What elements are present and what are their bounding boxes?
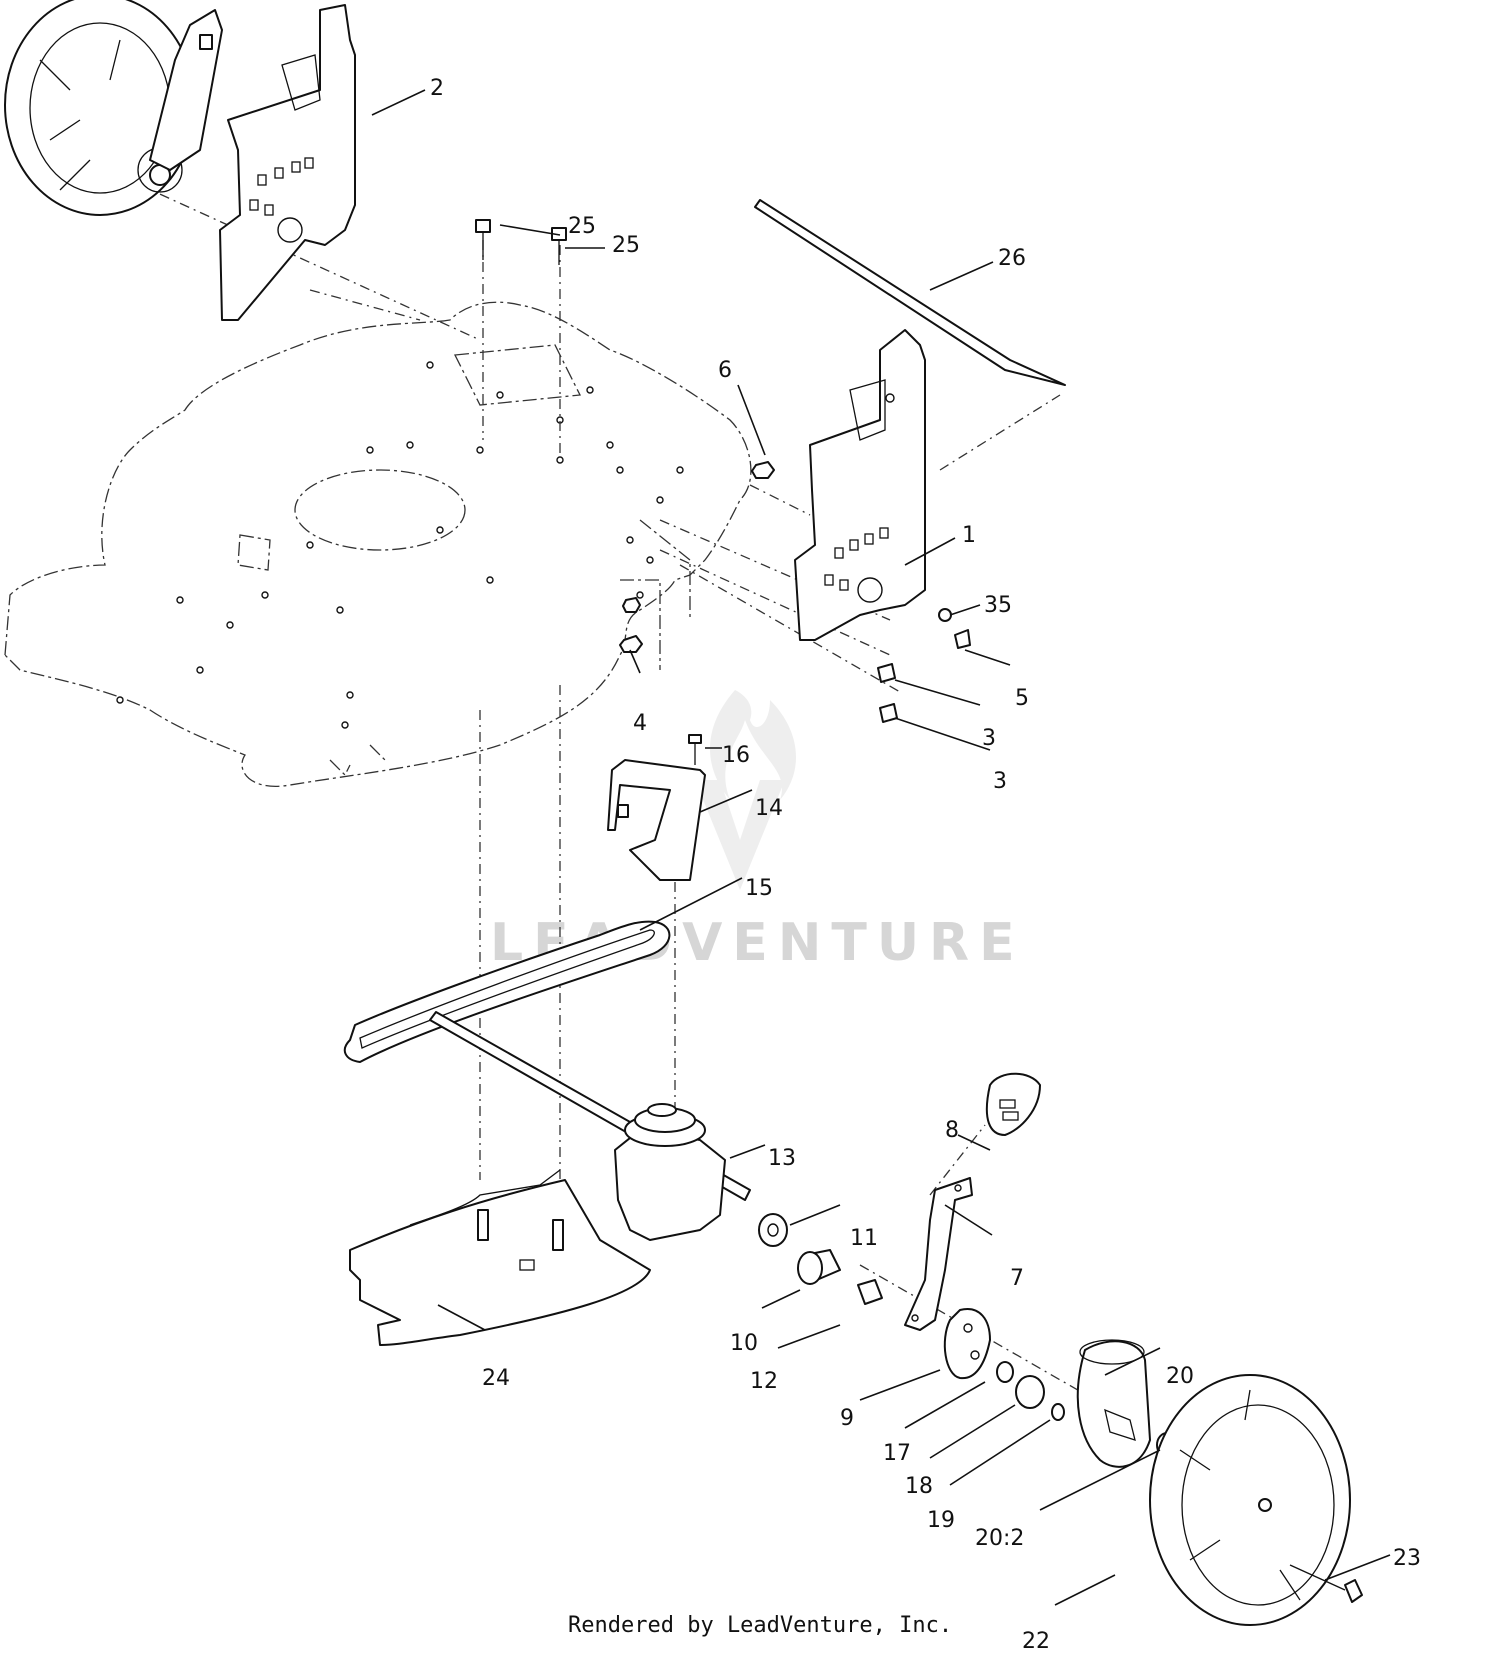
part-17-washer bbox=[996, 1361, 1014, 1383]
part-35-screw bbox=[938, 608, 952, 622]
callout-23: 23 bbox=[1393, 1546, 1421, 1571]
callout-18: 18 bbox=[905, 1474, 933, 1499]
part-22-rear-wheel bbox=[1149, 1374, 1351, 1626]
part-20-wheel-hub-cap bbox=[1076, 1339, 1151, 1468]
part-23-axle-bolt bbox=[1289, 1564, 1363, 1603]
callout-26: 26 bbox=[998, 246, 1026, 271]
callout-25-a: 25 bbox=[568, 214, 596, 239]
part-2-left-height-bracket bbox=[219, 4, 356, 321]
part-18-pinion bbox=[1015, 1375, 1045, 1409]
alignment-lines bbox=[139, 184, 1131, 1421]
callout-25-b: 25 bbox=[612, 233, 640, 258]
part-19-ring bbox=[1051, 1403, 1065, 1421]
callout-20-2: 20:2 bbox=[975, 1526, 1024, 1551]
adjust-slots bbox=[249, 157, 314, 216]
flame-logo-icon bbox=[695, 690, 797, 890]
mower-deck-phantom bbox=[4, 301, 752, 787]
callout-22: 22 bbox=[1022, 1629, 1050, 1654]
callout-2: 2 bbox=[430, 76, 444, 101]
callout-19: 19 bbox=[927, 1508, 955, 1533]
callout-5: 5 bbox=[1015, 686, 1029, 711]
part-24-rear-shield bbox=[349, 1169, 651, 1346]
callout-9: 9 bbox=[840, 1406, 854, 1431]
part-16-screw bbox=[688, 734, 702, 765]
callout-12: 12 bbox=[750, 1369, 778, 1394]
part-8-lever-knob bbox=[985, 1072, 1041, 1136]
axle-and-transmission bbox=[429, 1011, 751, 1241]
part-3-bolt-a bbox=[877, 663, 896, 683]
wheel-drive-hardware bbox=[943, 1308, 1065, 1421]
watermark: LEADVENTURE bbox=[490, 690, 1015, 973]
footer-credit: Rendered by LeadVenture, Inc. bbox=[568, 1613, 952, 1638]
part-7-height-lever bbox=[904, 1177, 973, 1331]
part-15-drive-belt bbox=[343, 920, 671, 1063]
part-4-nut bbox=[619, 635, 643, 653]
callout-11: 11 bbox=[850, 1226, 878, 1251]
callout-15: 15 bbox=[745, 876, 773, 901]
part-5-bolt bbox=[954, 629, 971, 649]
callout-16: 16 bbox=[722, 743, 750, 768]
part-26-rod bbox=[754, 199, 1066, 386]
callout-8: 8 bbox=[945, 1118, 959, 1143]
callout-35: 35 bbox=[984, 593, 1012, 618]
axle-bearings bbox=[758, 1213, 883, 1305]
callout-6: 6 bbox=[718, 358, 732, 383]
part-6-nut bbox=[751, 461, 775, 479]
adjust-slots-right bbox=[824, 527, 889, 591]
callout-24: 24 bbox=[482, 1366, 510, 1391]
part-25-bolts bbox=[475, 219, 567, 265]
callout-3-a: 3 bbox=[982, 726, 996, 751]
leader-lines bbox=[371, 89, 1391, 1606]
callout-10: 10 bbox=[730, 1331, 758, 1356]
callout-4: 4 bbox=[633, 711, 647, 736]
callout-1: 1 bbox=[962, 523, 976, 548]
callout-17: 17 bbox=[883, 1441, 911, 1466]
callout-14: 14 bbox=[755, 796, 783, 821]
part-3-bolt-b bbox=[879, 703, 898, 723]
part-12-spacer bbox=[857, 1279, 883, 1305]
callout-20: 20 bbox=[1166, 1364, 1194, 1389]
callout-labels: 2 25 25 26 6 1 35 5 3 3 4 16 14 15 13 8 … bbox=[430, 76, 1421, 1654]
part-1-right-height-bracket bbox=[794, 329, 926, 641]
deck-holes bbox=[116, 361, 684, 729]
callout-13: 13 bbox=[768, 1146, 796, 1171]
rear-wheel-top-left bbox=[4, 0, 223, 216]
callout-7: 7 bbox=[1010, 1266, 1024, 1291]
part-14-belt-guide-bracket bbox=[607, 759, 706, 881]
part-9-plate bbox=[943, 1308, 991, 1380]
callout-3-b: 3 bbox=[993, 769, 1007, 794]
